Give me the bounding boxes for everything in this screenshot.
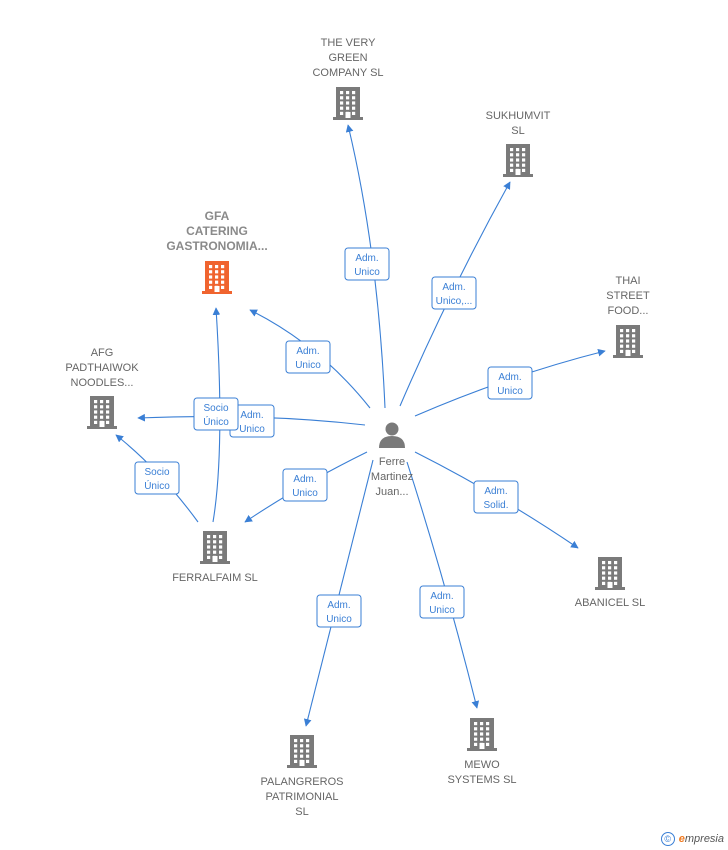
- edge-label-abanicel[interactable]: Adm. Solid.: [473, 480, 519, 514]
- node-label-line: FERRALFAIM SL: [172, 572, 258, 584]
- edge-label-text: Adm.: [293, 474, 316, 485]
- edge-label-box: [285, 340, 331, 374]
- node-label-line: AFG: [91, 347, 114, 359]
- edge-person-to-palangreros: [303, 459, 374, 727]
- node-label-line: PADTHAIWOK: [65, 362, 139, 374]
- building-icon: [333, 87, 363, 120]
- edge-person-to-mewo: [406, 461, 480, 709]
- edge-label-box: [419, 585, 465, 619]
- node-company-gfa[interactable]: GFACATERINGGASTRONOMIA...: [166, 209, 268, 294]
- edge-label-text: Adm.: [484, 486, 507, 497]
- edge-label-text: Adm.: [355, 253, 378, 264]
- node-label-line: PATRIMONIAL: [266, 791, 339, 803]
- building-icon: [503, 144, 533, 177]
- node-company-very-green[interactable]: THE VERY GREEN COMPANY SL: [312, 37, 384, 120]
- copyright-icon: ©: [660, 832, 675, 846]
- node-person[interactable]: FerreMartinezJuan...: [371, 422, 413, 499]
- node-label-line: CATERING: [186, 224, 248, 238]
- edge-label-box: [487, 366, 533, 400]
- building-icon: [202, 261, 232, 294]
- edge-label-box: [282, 468, 328, 502]
- node-label-line: STREET: [606, 290, 650, 302]
- edge-label-text: Adm.: [327, 600, 350, 611]
- node-company-palangreros[interactable]: PALANGREROS PATRIMONIAL SL: [261, 735, 344, 818]
- node-company-afg[interactable]: AFG PADTHAIWOK NOODLES...: [65, 347, 139, 429]
- edge-label-text: Unico,...: [436, 296, 473, 307]
- node-company-sukhumvit[interactable]: SUKHUMVIT SL: [486, 110, 551, 177]
- footer-brand[interactable]: © empresia: [660, 832, 724, 846]
- edge-label-text: Unico: [239, 424, 265, 435]
- edge-label-text: Unico: [497, 386, 523, 397]
- edge-label-text: Adm.: [296, 346, 319, 357]
- edge-label-text: Adm.: [240, 410, 263, 421]
- edge-label-text: Unico: [354, 267, 380, 278]
- node-label-line: GREEN: [328, 52, 367, 64]
- edge-label-text: Adm.: [442, 282, 465, 293]
- edge-label-text: Unico: [326, 614, 352, 625]
- node-label-line: MEWO: [464, 759, 500, 771]
- node-label-line: SUKHUMVIT: [486, 110, 551, 122]
- edge-ferralfaim-to-gfa: [212, 307, 221, 523]
- edge-labels-layer: Adm.UnicoAdm.Unico,...Adm.UnicoAdm.Unico…: [134, 247, 533, 628]
- edge-label-text: Socio: [203, 403, 228, 414]
- node-label-line: Juan...: [375, 486, 408, 498]
- edge-label-text: Único: [144, 479, 170, 492]
- edge-label-text: Unico: [429, 605, 455, 616]
- person-icon: [379, 422, 405, 448]
- node-company-ferralfaim[interactable]: FERRALFAIM SL: [172, 531, 258, 584]
- node-label-line: NOODLES...: [71, 377, 134, 389]
- edge-label-gfa[interactable]: Adm. Unico: [285, 340, 331, 374]
- edge-label-text: Solid.: [483, 500, 508, 511]
- edge-label-mewo[interactable]: Adm. Unico: [419, 585, 465, 619]
- edge-label-very-green[interactable]: Adm. Unico: [344, 247, 390, 281]
- edge-label-box: [473, 480, 519, 514]
- node-label-line: THAI: [615, 275, 640, 287]
- edge-label-box: [316, 594, 362, 628]
- node-company-abanicel[interactable]: ABANICEL SL: [575, 557, 646, 609]
- node-label-line: COMPANY SL: [312, 67, 383, 79]
- node-label-line: PALANGREROS: [261, 776, 344, 788]
- node-label-line: ABANICEL SL: [575, 597, 646, 609]
- edge-label-text: Unico: [295, 360, 321, 371]
- node-label-line: THE VERY: [321, 37, 376, 49]
- edge-label-box: [134, 461, 180, 495]
- edges-layer: [115, 124, 606, 727]
- node-company-mewo[interactable]: MEWO SYSTEMS SL: [447, 718, 517, 786]
- edge-label-palangreros[interactable]: Adm. Unico: [316, 594, 362, 628]
- building-icon: [467, 718, 497, 751]
- edge-label-text: Adm.: [430, 591, 453, 602]
- building-icon: [595, 557, 625, 590]
- node-company-thai[interactable]: THAI STREET FOOD...: [606, 275, 650, 358]
- node-label-line: Ferre: [379, 456, 405, 468]
- node-label-line: SYSTEMS SL: [447, 774, 516, 786]
- building-icon: [87, 396, 117, 429]
- node-label-line: GASTRONOMIA...: [166, 239, 267, 253]
- edge-label-text: Único: [203, 415, 229, 428]
- node-label-line: SL: [511, 125, 524, 137]
- node-label-line: FOOD...: [608, 305, 649, 317]
- edge-label-ferralfaim[interactable]: Adm. Unico: [282, 468, 328, 502]
- edge-label-text: Socio: [144, 467, 169, 478]
- edge-label-box: [431, 276, 477, 310]
- node-label-line: GFA: [205, 209, 230, 223]
- building-icon: [287, 735, 317, 768]
- edge-label-text: Adm.: [498, 372, 521, 383]
- edge-label-text: Unico: [292, 488, 318, 499]
- brand-logo: empresia: [678, 833, 724, 845]
- building-icon: [613, 325, 643, 358]
- edge-label-sukhumvit[interactable]: Adm. Unico,...: [431, 276, 477, 310]
- node-label-line: Martinez: [371, 471, 413, 483]
- building-icon: [200, 531, 230, 564]
- edge-label-thai[interactable]: Adm. Unico: [487, 366, 533, 400]
- node-label-line: SL: [295, 806, 308, 818]
- edge-label-box: [193, 397, 239, 431]
- edge-label-box: [344, 247, 390, 281]
